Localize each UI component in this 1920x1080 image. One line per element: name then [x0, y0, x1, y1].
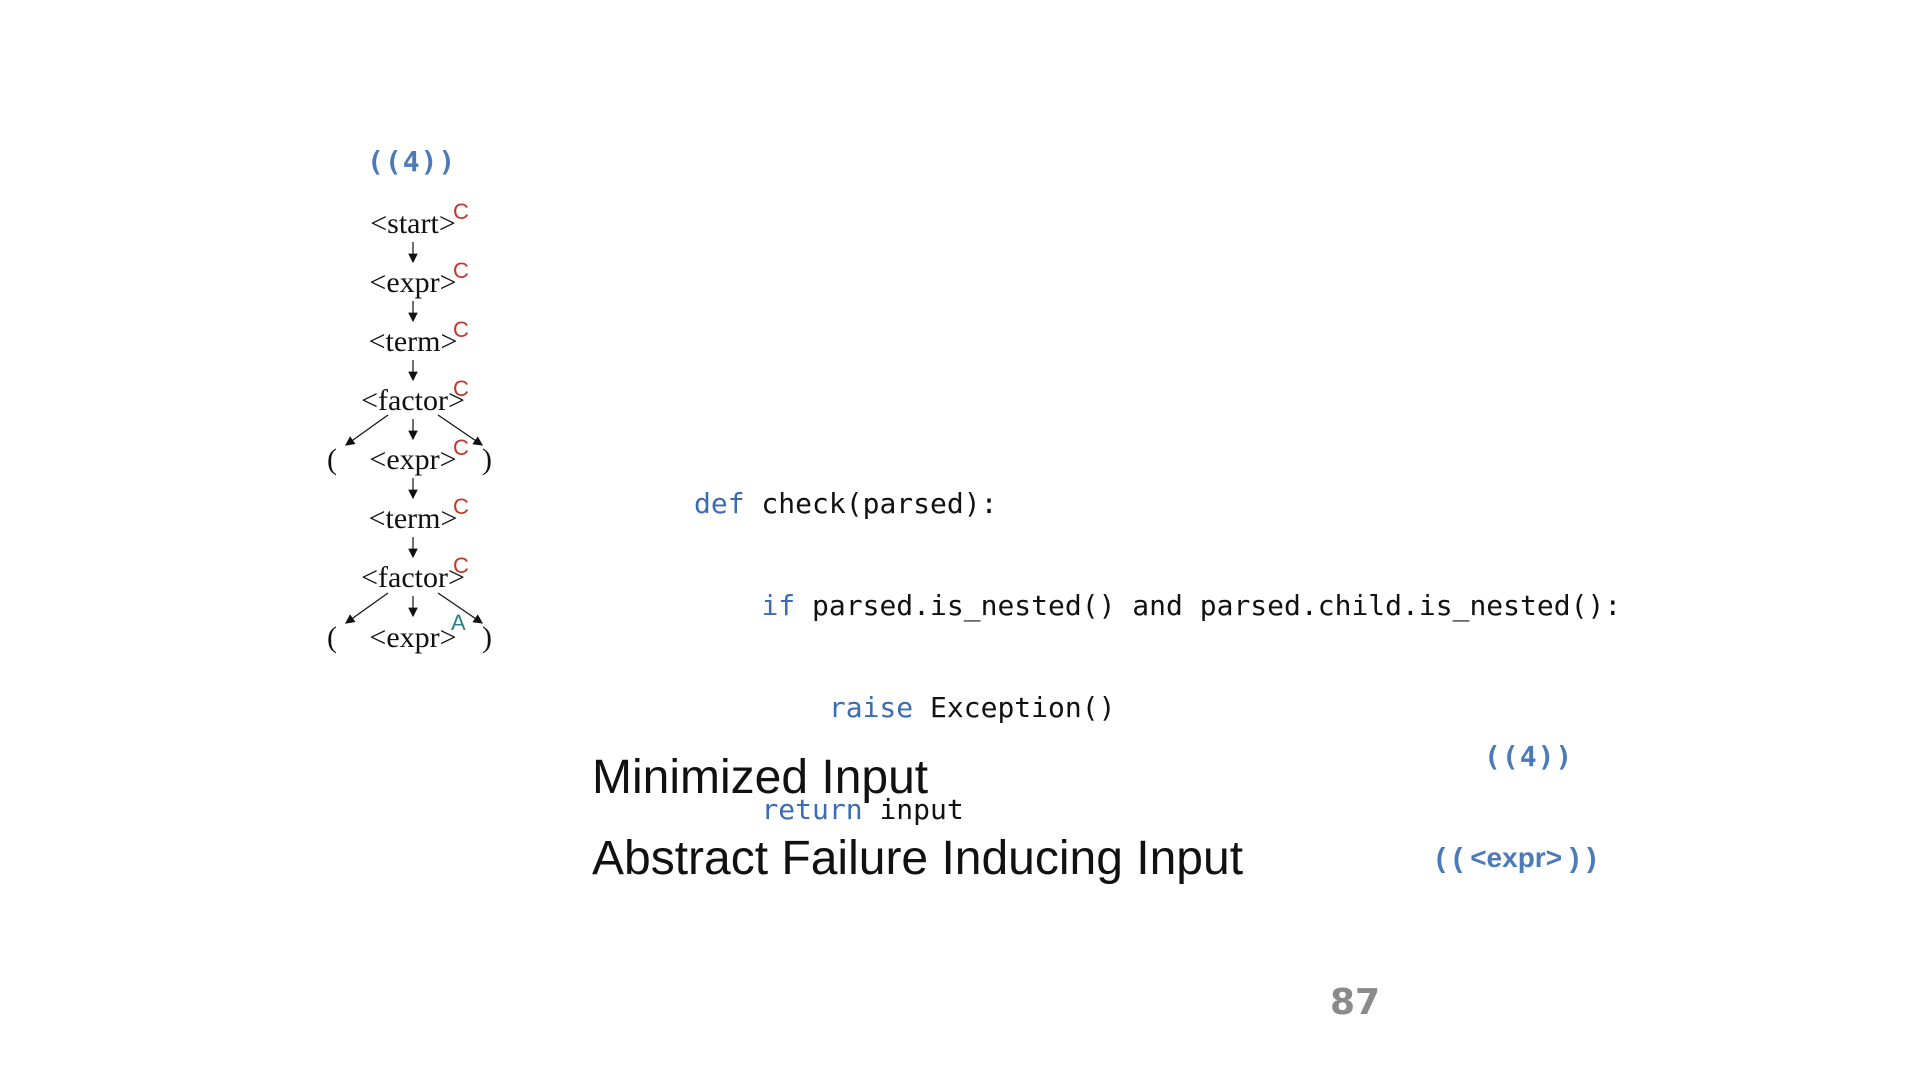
tree-node-tag: C	[453, 376, 469, 401]
code-block: def check(parsed): if parsed.is_nested()…	[694, 419, 1621, 861]
minimized-input-label: Minimized Input	[592, 751, 929, 804]
tree-node-tag: C	[453, 317, 469, 342]
tree-node-factor: <factor>	[361, 384, 465, 417]
tree-node-tag: C	[453, 258, 469, 283]
tree-node-factor: <factor>	[361, 561, 465, 594]
tree-close-paren: )	[482, 621, 492, 654]
tree-edge	[437, 414, 483, 446]
tree-node-expr: <expr>	[369, 621, 456, 654]
code-indent	[694, 589, 761, 622]
tree-node-term: <term>	[369, 502, 458, 535]
code-text: Exception()	[913, 691, 1116, 724]
code-line: if parsed.is_nested() and parsed.child.i…	[694, 589, 1621, 623]
code-keyword: raise	[828, 691, 914, 724]
code-text: parsed.is_nested() and parsed.child.is_n…	[795, 589, 1622, 622]
tree-open-paren: (	[327, 621, 337, 654]
tree-open-paren: (	[327, 443, 337, 476]
code-keyword: if	[761, 589, 796, 622]
code-keyword: return	[761, 793, 863, 826]
code-keyword: def	[694, 487, 745, 520]
tree-edge	[345, 414, 389, 446]
code-indent	[694, 691, 829, 724]
code-line: def check(parsed):	[694, 487, 1621, 521]
tree-node-tag: C	[453, 494, 469, 519]
tree-node-tag: A	[451, 610, 466, 635]
tree-node-tag: C	[453, 199, 469, 224]
tree-close-paren: )	[482, 443, 492, 476]
tree-input-sample: ((4))	[367, 145, 457, 178]
page-number: 87	[1330, 982, 1381, 1023]
code-line: raise Exception()	[694, 691, 1621, 725]
tree-node-expr: <expr>	[369, 266, 456, 299]
abstract-input-label: Abstract Failure Inducing Input	[592, 832, 1244, 885]
code-text: input	[862, 793, 964, 826]
tree-node-term: <term>	[369, 325, 458, 358]
abstract-input-value: ( ( <expr> ) )	[1436, 842, 1597, 873]
tree-node-tag: C	[453, 435, 469, 460]
tree-edge	[437, 592, 483, 624]
tree-edge	[345, 592, 389, 624]
tree-node-tag: C	[453, 553, 469, 578]
tree-node-expr: <expr>	[369, 443, 456, 476]
code-text: check(parsed):	[744, 487, 998, 520]
tree-node-start: <start>	[370, 207, 456, 240]
minimized-input-value: ((4))	[1484, 740, 1574, 773]
code-line: return input	[694, 793, 1621, 827]
